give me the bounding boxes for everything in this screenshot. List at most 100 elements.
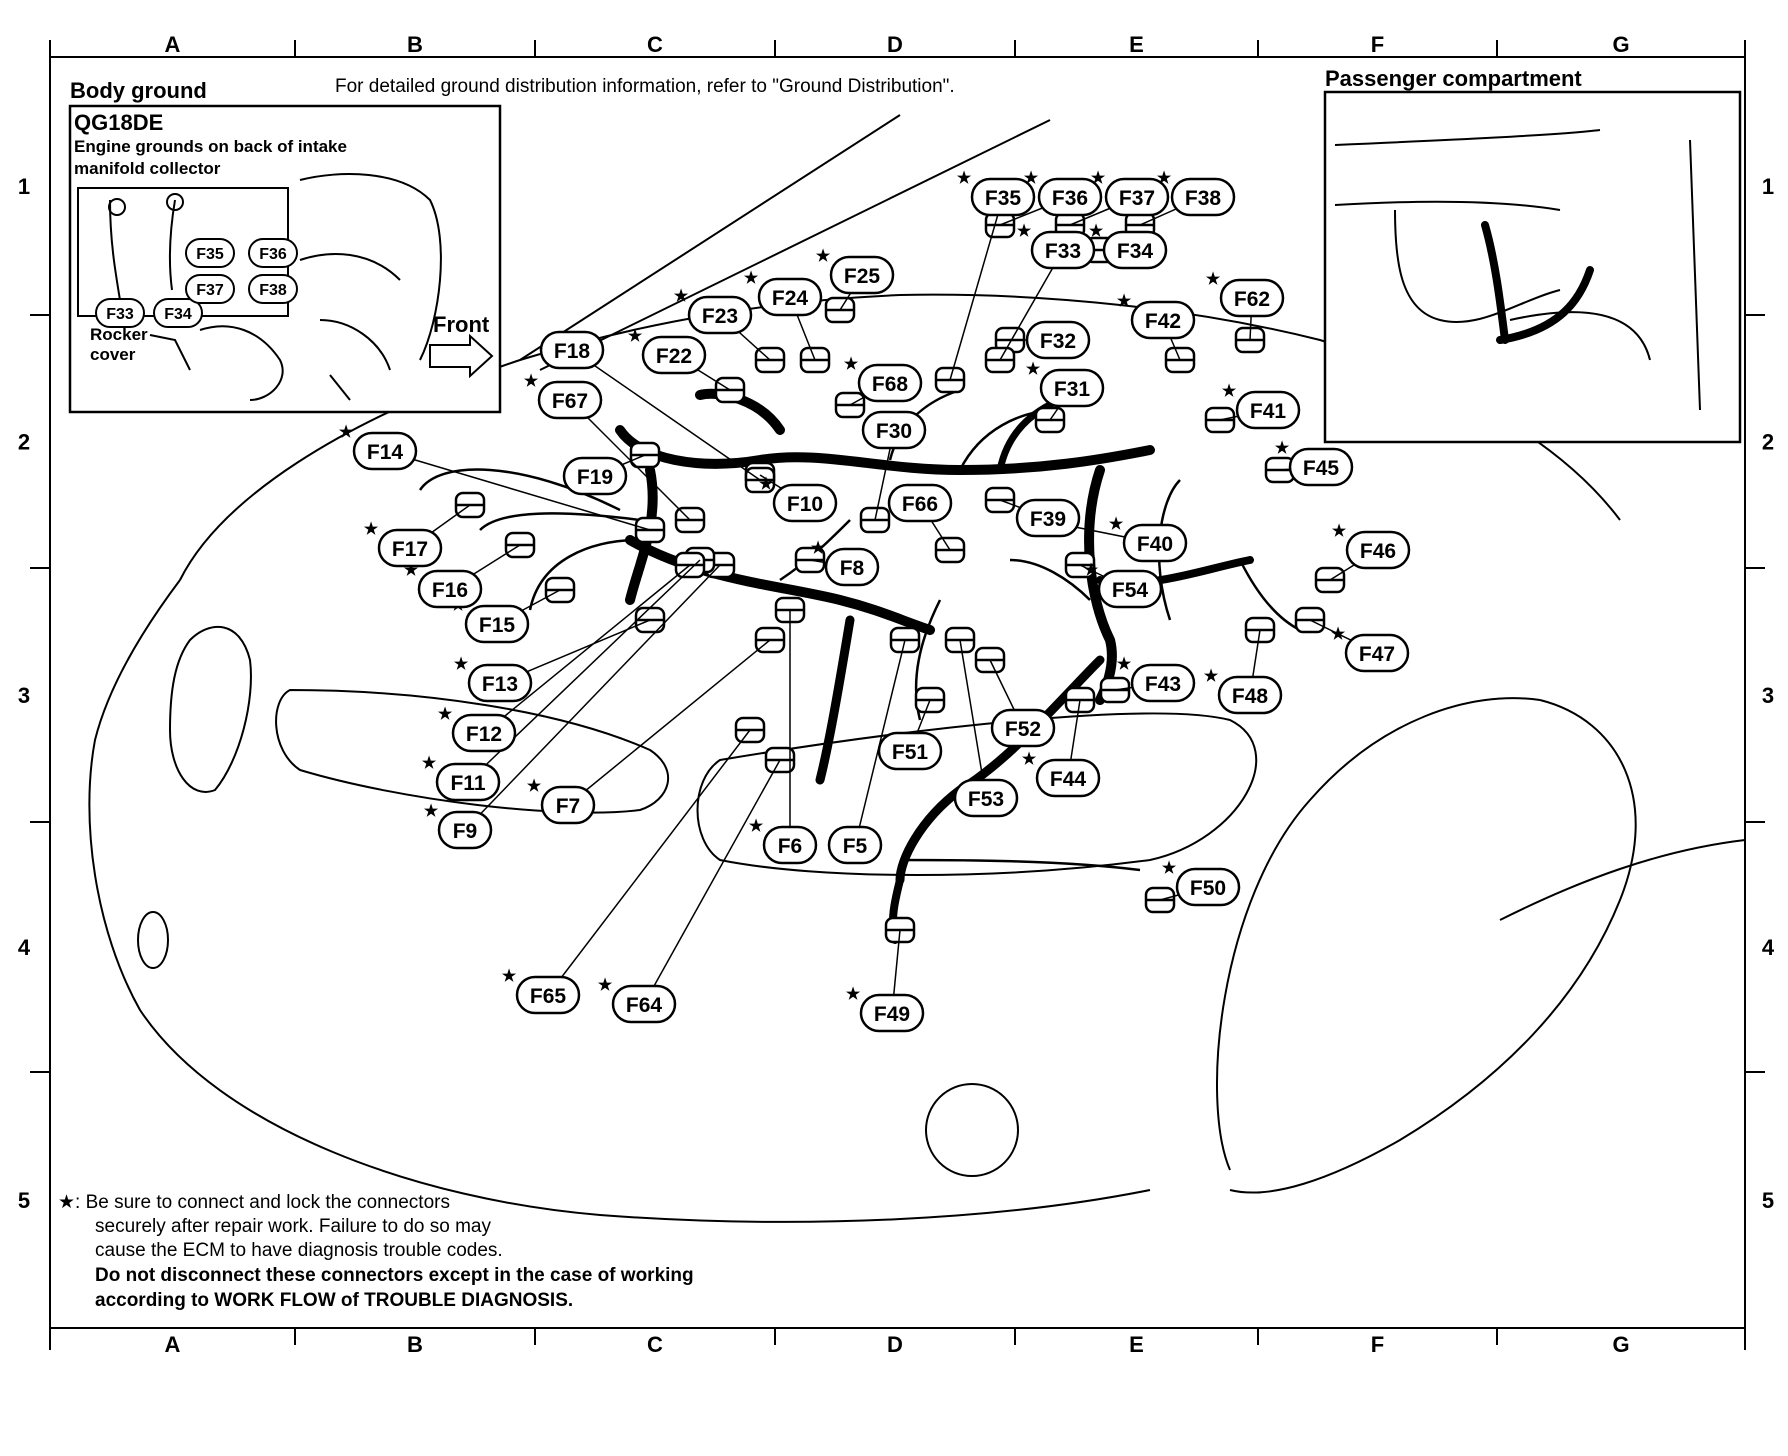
callout-oval: [772, 483, 838, 523]
connector-callout-f52: F52: [990, 708, 1056, 748]
connector-id: F14: [367, 441, 404, 464]
inset-callout-f35: F35: [185, 238, 235, 268]
connector-callout-f47: F47 ★: [1331, 626, 1410, 673]
column-label-bottom: B: [407, 1332, 423, 1357]
connector-callout-f8: F8★: [811, 540, 880, 587]
column-label-bottom: C: [647, 1332, 663, 1357]
connector-callout-f30: F30: [861, 410, 927, 450]
connector-id: F47: [1359, 643, 1395, 666]
connector-id: F51: [892, 741, 929, 764]
star-icon: ★: [1091, 170, 1106, 187]
leader-line: [384, 450, 651, 531]
connector-callout-f53: F53: [953, 778, 1019, 818]
connector-id: F41: [1250, 400, 1287, 423]
star-icon: ★: [1022, 751, 1037, 768]
connector-id: F10: [787, 493, 823, 516]
row-label-right: 4: [1762, 935, 1775, 960]
connector-id: F38: [1185, 187, 1222, 210]
callout-oval: [540, 785, 596, 825]
engine-code: QG18DE: [74, 110, 163, 135]
column-label-bottom: F: [1371, 1332, 1384, 1357]
connector-callout-f41: F41★: [1222, 383, 1301, 430]
connector-id: F11: [450, 772, 485, 795]
connector-id: F36: [1052, 187, 1088, 210]
callout-oval: [185, 238, 235, 268]
connector-id: F68: [872, 373, 909, 396]
connector-id: F16: [432, 579, 468, 602]
connector-callout-f46: F46★: [1332, 523, 1411, 570]
rocker-cover-line2: cover: [90, 345, 136, 364]
callout-oval: [1015, 498, 1081, 538]
star-icon: ★: [957, 170, 972, 187]
connector-callout-f13: F13★: [454, 656, 533, 703]
connector-callout-f7: F7★: [527, 778, 596, 825]
callout-oval: [1217, 675, 1283, 715]
star-icon: ★: [1024, 170, 1039, 187]
connector-callout-f49: F49★: [846, 986, 925, 1033]
callout-oval: [827, 825, 883, 865]
star-icon: ★: [674, 288, 689, 305]
connector-callout-f18: F18: [539, 330, 605, 370]
connector-callout-f50: F50★: [1162, 860, 1241, 907]
connector-callout-f6: F6★: [749, 818, 818, 865]
connector-callout-f10: F10★: [759, 476, 838, 523]
callout-oval: [1037, 177, 1103, 217]
connector-id: F18: [554, 340, 591, 363]
connector-callout-f32: F32: [1025, 320, 1091, 360]
callout-oval: [824, 547, 880, 587]
leader-line: [464, 564, 721, 831]
inset-callout-f36: F36: [248, 238, 298, 268]
connector-id: F48: [1232, 685, 1269, 708]
connector-id: F23: [702, 305, 738, 328]
column-label-bottom: E: [1129, 1332, 1144, 1357]
connector-callout-f24: F24★: [744, 270, 823, 317]
inset-callout-f38: F38: [248, 274, 298, 304]
connector-id: F9: [453, 820, 478, 843]
connector-id: F7: [556, 795, 581, 818]
connector-id: F5: [843, 835, 868, 858]
column-label-bottom: D: [887, 1332, 903, 1357]
note-line2: securely after repair work. Failure to d…: [95, 1216, 491, 1237]
connector-id: F35: [985, 187, 1022, 210]
connector-id: F39: [1030, 508, 1066, 531]
callout-oval: [417, 569, 483, 609]
connector-id: F17: [392, 538, 428, 561]
connector-id: F53: [968, 788, 1004, 811]
connector-callout-f62: F62★: [1206, 271, 1285, 318]
star-icon: ★: [1084, 562, 1099, 579]
callout-oval: [861, 410, 927, 450]
body-ground-inset: QG18DE Engine grounds on back of intake …: [68, 104, 502, 414]
column-label-bottom: A: [165, 1332, 181, 1357]
connector-callout-f15: F15★: [451, 597, 530, 644]
leader-line: [643, 759, 781, 1005]
row-label-left: 5: [18, 1188, 30, 1213]
leader-line: [567, 639, 771, 806]
star-icon: ★: [1331, 626, 1346, 643]
column-label-top: A: [165, 32, 181, 57]
star-icon: ★: [598, 977, 613, 994]
leader-line: [547, 729, 751, 996]
connector-callout-f22: F22★: [628, 328, 707, 375]
callout-oval: [1175, 867, 1241, 907]
star-icon: ★: [628, 328, 643, 345]
callout-oval: [1235, 390, 1301, 430]
leader-line: [483, 564, 691, 734]
connector-id: F50: [1190, 877, 1226, 900]
connector-id: F45: [1303, 457, 1340, 480]
callout-oval: [377, 528, 443, 568]
callout-oval: [953, 778, 1019, 818]
star-icon: ★: [744, 270, 759, 287]
star-icon: ★: [816, 248, 831, 265]
callout-oval: [970, 177, 1036, 217]
connector-callout-f35: F35★: [957, 170, 1036, 217]
connector-callout-f12: F12★: [438, 706, 517, 753]
callout-oval: [1097, 569, 1163, 609]
leader-line: [949, 196, 1004, 381]
connector-id: F15: [479, 614, 516, 637]
connector-callout-f23: F23 ★: [674, 288, 753, 335]
connector-id: F34: [1117, 240, 1154, 263]
star-icon: ★: [1117, 293, 1132, 310]
note-line1: ★: Be sure to connect and lock the conne…: [58, 1192, 450, 1213]
star-icon: ★: [1026, 361, 1041, 378]
